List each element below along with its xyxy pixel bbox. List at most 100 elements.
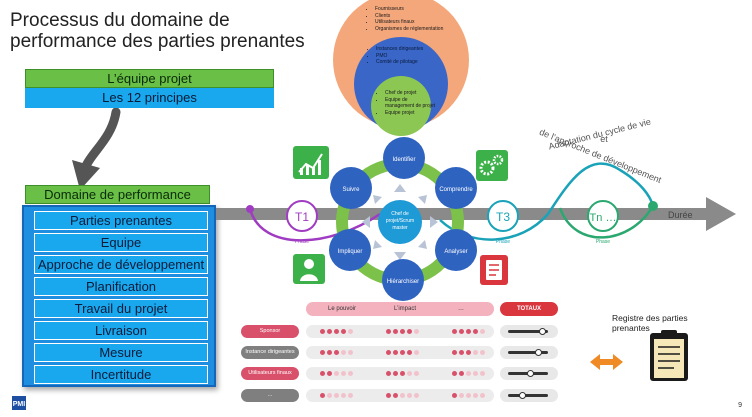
cycle-center-line-1: Chef de	[391, 211, 409, 217]
rating-dot	[473, 329, 478, 334]
rating-dot	[334, 393, 339, 398]
total-slider-knob[interactable]	[527, 370, 534, 377]
total-slider[interactable]	[500, 389, 558, 402]
svg-text:Analyser: Analyser	[444, 249, 467, 255]
rating-dot	[466, 371, 471, 376]
row-rating-cells	[306, 389, 494, 402]
rating-dot	[348, 371, 353, 376]
rating-dot	[400, 350, 405, 355]
svg-text:Comprendre: Comprendre	[439, 187, 473, 193]
rating-dot	[386, 329, 391, 334]
rating-dot	[327, 350, 332, 355]
rating-dot	[320, 371, 325, 376]
domain-item: Incertitude	[34, 365, 208, 384]
phase-t1-bubble	[286, 200, 318, 232]
cycle-center-line-3: master	[392, 225, 408, 231]
rating-dot	[414, 371, 419, 376]
rating-dot	[473, 350, 478, 355]
header-more: …	[458, 306, 464, 312]
rating-dot	[320, 393, 325, 398]
total-slider[interactable]	[500, 325, 558, 338]
rating-dot	[452, 329, 457, 334]
onion-outer-item: Utilisateurs finaux	[375, 19, 467, 26]
rating-dot	[473, 393, 478, 398]
onion-outer-item: Fournisseurs	[375, 6, 467, 13]
row-rating-cells	[306, 325, 494, 338]
rating-dot	[452, 393, 457, 398]
rating-dot	[348, 350, 353, 355]
domain-item: Livraison	[34, 321, 208, 340]
svg-text:Suivre: Suivre	[342, 187, 360, 193]
rating-dot	[327, 329, 332, 334]
phase-tn-bubble	[587, 200, 619, 232]
onion-middle-item: Instances dirigeantes	[376, 46, 438, 53]
total-slider-knob[interactable]	[535, 349, 542, 356]
onion-outer-item: Clients	[375, 13, 467, 20]
rating-dot	[393, 350, 398, 355]
registry-label-line-2: prenantes	[612, 323, 650, 333]
rating-dot	[452, 350, 457, 355]
rating-dot	[400, 393, 405, 398]
rating-dot	[320, 329, 325, 334]
pmi-logo: PMI	[12, 396, 26, 410]
phase-t3-label: T3	[496, 210, 510, 224]
cycle-step-impliquer: Impliquer	[329, 229, 371, 271]
page-title: Processus du domaine de performance des …	[10, 10, 330, 52]
row-label: Instance dirigeantes	[241, 346, 299, 359]
rating-dot	[400, 329, 405, 334]
phase-t1-arc	[248, 208, 381, 242]
phase-t3-caption: Phase	[496, 239, 510, 245]
total-slider[interactable]	[500, 346, 558, 359]
row-label: Utilisateurs finaux	[241, 367, 299, 380]
phase-tn-label: Tn …	[590, 212, 617, 224]
rating-dot	[459, 371, 464, 376]
rating-dot	[459, 329, 464, 334]
rating-dot	[466, 329, 471, 334]
down-arrow-icon	[72, 108, 121, 190]
rating-dot	[393, 329, 398, 334]
svg-text:Impliquer: Impliquer	[338, 249, 363, 255]
row-rating-cells	[306, 346, 494, 359]
onion-middle-item: Comité de pilotage	[376, 59, 438, 66]
rating-dot	[407, 371, 412, 376]
rating-dot	[480, 371, 485, 376]
rating-dot	[407, 329, 412, 334]
registry-label: Registre des parties prenantes	[612, 313, 712, 333]
phase-t1-dot	[246, 205, 254, 213]
onion-middle-item: PMO	[376, 53, 438, 60]
clipboard-check-icon	[480, 255, 508, 285]
domain-item: Travail du projet	[34, 299, 208, 318]
total-slider[interactable]	[500, 367, 558, 380]
onion-middle-list: Instances dirigeantes PMO Comité de pilo…	[368, 46, 438, 66]
rating-dot	[341, 329, 346, 334]
phase-t1-caption: Phase	[295, 239, 309, 245]
rating-dot	[386, 371, 391, 376]
registry-clipboard-icon	[650, 330, 688, 381]
total-slider-knob[interactable]	[539, 328, 546, 335]
domain-item: Equipe	[34, 233, 208, 252]
rating-dot	[466, 350, 471, 355]
cycle-step-hierarchiser: Hiérarchiser	[382, 259, 424, 301]
phase-t3-arc	[439, 162, 655, 241]
rating-dot	[459, 350, 464, 355]
onion-outer-item: Organismes de réglementation	[375, 26, 467, 33]
rating-dot	[452, 371, 457, 376]
rating-dot	[386, 393, 391, 398]
phase-tn-caption: Phase	[596, 239, 610, 245]
onion-inner-item: Equipe de management de projet	[385, 97, 437, 110]
domains-list: Parties prenantes Equipe Approche de dév…	[22, 205, 216, 387]
timeline-arrowhead	[706, 197, 736, 231]
rating-dot	[414, 393, 419, 398]
rating-dot	[334, 329, 339, 334]
rating-dot	[341, 350, 346, 355]
rating-dot	[407, 393, 412, 398]
rating-dot	[341, 393, 346, 398]
duration-label: Durée	[668, 210, 693, 220]
rating-dot	[386, 350, 391, 355]
total-slider-knob[interactable]	[519, 392, 526, 399]
domain-header: Domaine de performance	[25, 185, 210, 204]
svg-text:Identifier: Identifier	[392, 157, 415, 163]
team-box: L’équipe projet	[25, 69, 274, 88]
adaptation-text-2: et	[600, 134, 608, 144]
